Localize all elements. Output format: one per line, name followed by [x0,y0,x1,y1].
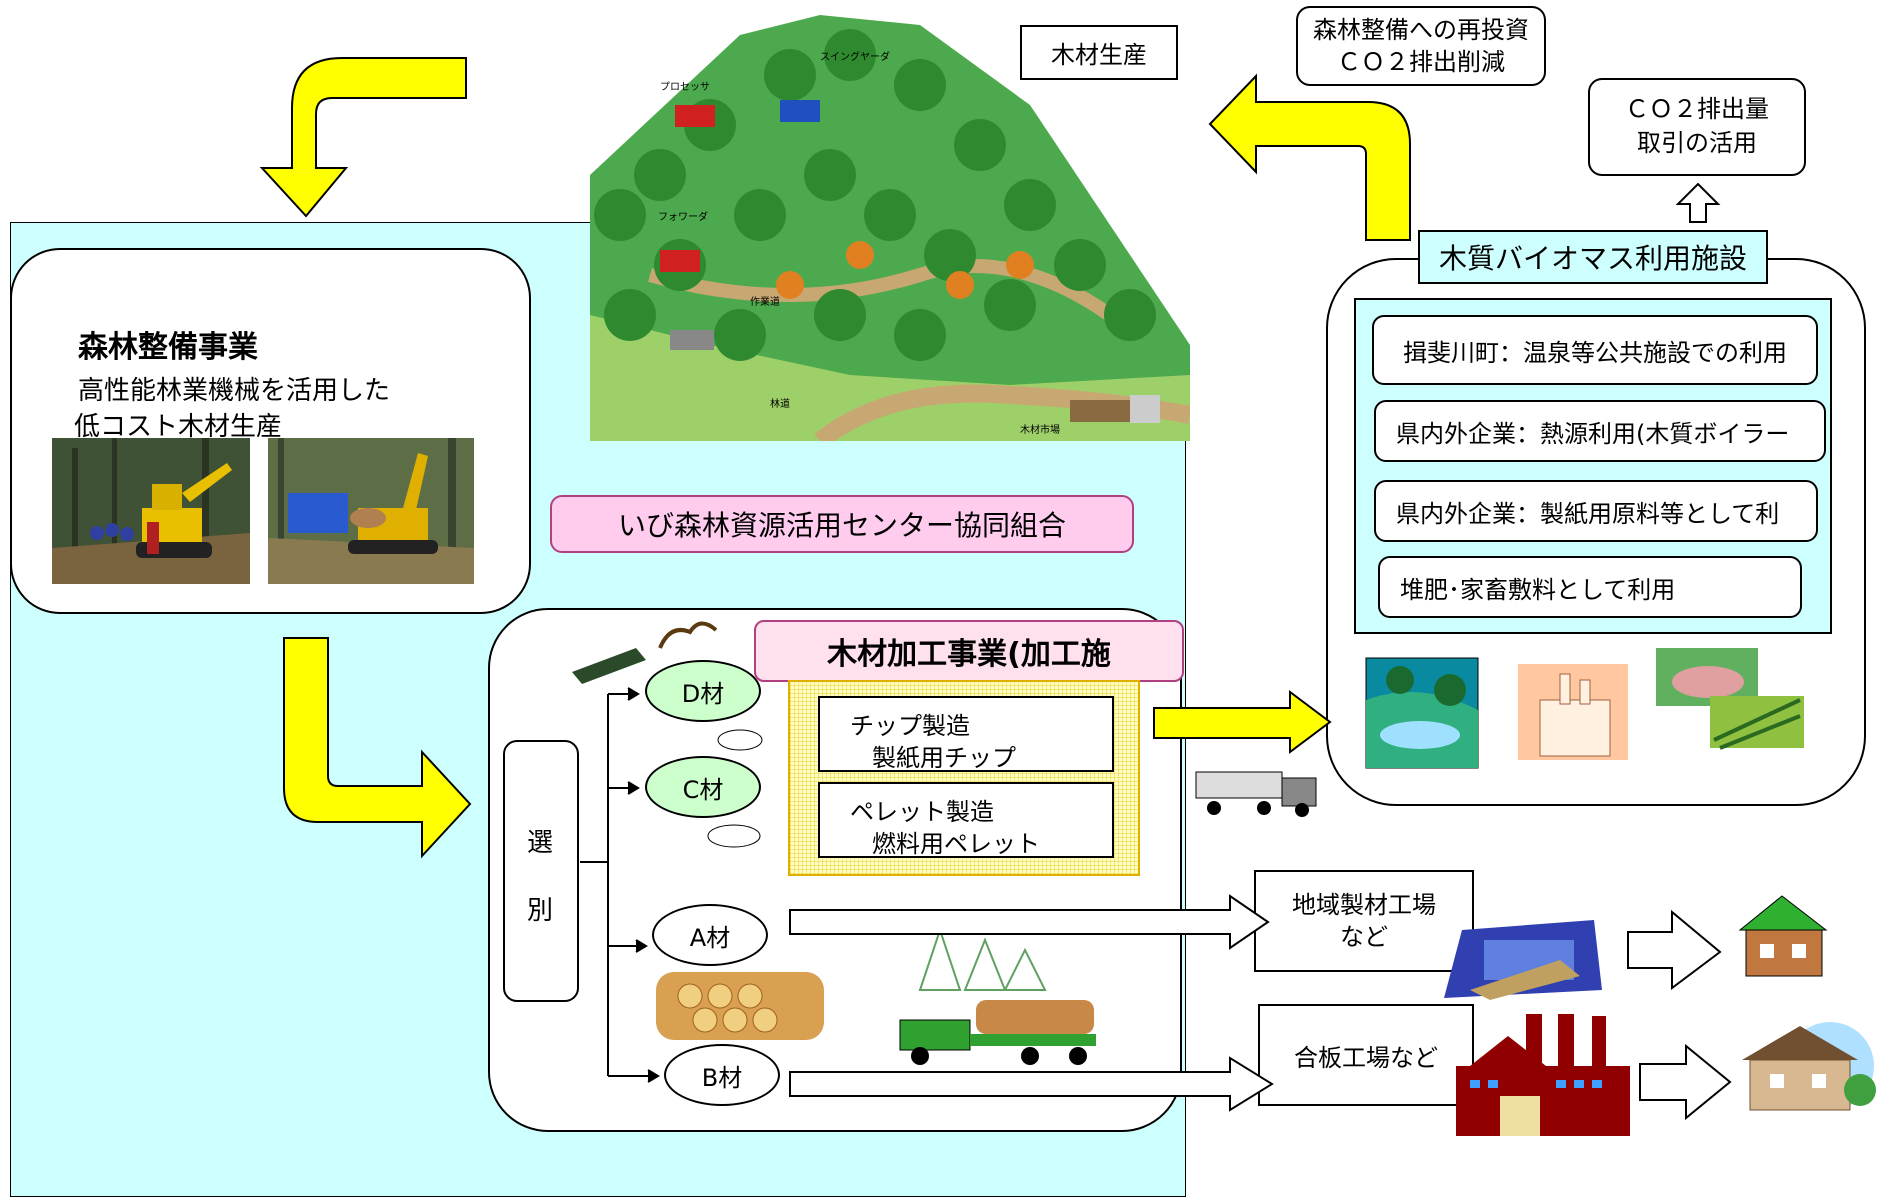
sawmill-line1: 地域製材工場 [1292,891,1436,919]
map-label-work-road: 作業道 [750,295,780,308]
forestry-business-box: 森林整備事業 高性能林業機械を活用した 低コスト木材生産 [10,248,531,614]
sawmill-box: 地域製材工場 など [1254,870,1474,972]
excavator-photo [52,438,250,584]
cooperative-name: いび森林資源活用センター協同組合 [550,495,1134,553]
biomass-use-1: 揖斐川町：温泉等公共施設での利用 [1372,315,1818,385]
forestry-desc-line2: 低コスト木材生産 [74,412,283,442]
forestry-title: 森林整備事業 [78,330,258,365]
harvester-photo [268,438,474,584]
cottage-icon [1742,1022,1876,1111]
truck-icon [1195,771,1317,817]
chip-box: チップ製造 製紙用チップ [818,696,1114,772]
map-label-timber-market: 木材市場 [1020,423,1060,436]
grade-a-oval: A材 [652,904,768,966]
chip-line2: 製紙用チップ [872,744,1016,772]
co2-line1: ＣＯ２排出量 [1625,95,1769,123]
sorting-box: 選 別 [503,740,579,1002]
pellet-line1: ペレット製造 [850,798,994,826]
forestry-desc-line1: 高性能林業機械を活用した [78,376,391,406]
sawmill-line2: など [1340,923,1388,951]
map-label-processor: プロセッサ [660,81,710,93]
grade-c-oval: C材 [645,756,761,818]
biomass-use-3: 県内外企業：製紙用原料等として利 [1374,480,1818,542]
co2-line2: 取引の活用 [1637,129,1757,157]
arrow-sawmill-to-house [1627,909,1722,990]
grade-b-oval: B材 [664,1044,780,1106]
reinvest-line1: 森林整備への再投資 [1313,16,1529,44]
plywood-factory-icon [1456,1014,1630,1136]
up-arrow-to-co2 [1675,182,1721,223]
processing-facility-area: チップ製造 製紙用チップ ペレット製造 燃料用ペレット [788,680,1140,876]
map-label-forwarder: フォワーダ [658,210,708,223]
timber-production-map: プロセッサ スイングヤーダ フォワーダ 作業道 林道 木材市場 [590,15,1192,449]
yellow-arrow-to-timber [1208,73,1411,241]
arrow-plywood-to-house [1639,1043,1732,1121]
forest-map-icon: プロセッサ スイングヤーダ フォワーダ 作業道 林道 木材市場 [590,15,1192,449]
chip-line1: チップ製造 [850,712,970,740]
grade-d-oval: D材 [645,660,761,722]
biomass-use-4: 堆肥･家畜敷料として利用 [1378,556,1802,618]
excavator-icon [52,438,250,584]
reinvest-line2: ＣＯ２排出削減 [1337,48,1505,76]
biomass-use-2: 県内外企業：熱源利用(木質ボイラー [1374,400,1826,462]
reinvestment-box: 森林整備への再投資 ＣＯ２排出削減 [1296,6,1546,86]
yellow-arrow-top-left [259,57,467,218]
harvester-icon [268,438,474,584]
biomass-title: 木質バイオマス利用施設 [1418,230,1768,284]
pellet-box: ペレット製造 燃料用ペレット [818,782,1114,858]
pellet-line2: 燃料用ペレット [872,830,1040,858]
timber-production-label: 木材生産 [1020,25,1178,80]
plywood-box: 合板工場など [1258,1004,1474,1106]
map-label-swing-yarder: スイングヤーダ [820,50,890,63]
map-label-forest-road: 林道 [770,397,790,410]
sorting-label-bottom: 別 [527,896,554,926]
co2-trade-box: ＣＯ２排出量 取引の活用 [1588,78,1806,176]
processing-title: 木材加工事業(加工施 [754,620,1184,682]
log-house-icon [1738,895,1828,977]
sorting-label-top: 選 [527,828,554,858]
